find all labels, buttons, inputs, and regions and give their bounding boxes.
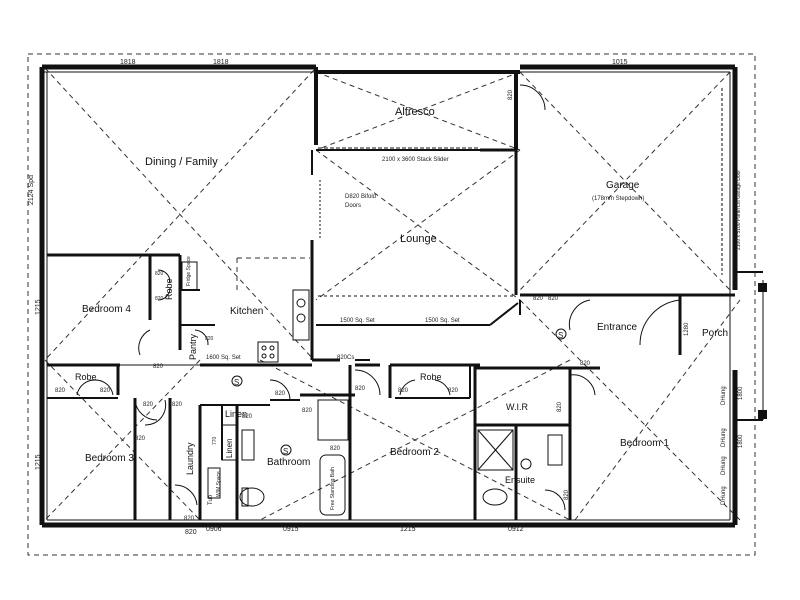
door-width-robe-b3-b: 820 (100, 388, 111, 394)
door-width-entrance: 820 (548, 296, 559, 302)
door-width-bath: 820 (302, 408, 313, 414)
door-width-garage: 820 (533, 296, 544, 302)
stacker-note: 2100 x 3600 Stack Slider (382, 157, 449, 163)
room-label-robe-b4: Robe (164, 278, 174, 300)
room-label-bedroom2: Bedroom 2 (390, 447, 439, 458)
room-label-wir: W.I.R (506, 402, 528, 412)
door-width-ensuite: 820 (564, 489, 570, 500)
room-label-entrance: Entrance (597, 322, 637, 333)
door-width-hall-b: 820 (172, 402, 183, 408)
interior-walls (47, 148, 735, 520)
door-width-robe-b4-a: 820 (155, 271, 164, 277)
dim-left-1215-a: 1215 (35, 299, 42, 315)
door-width-bedroom2: 820 (355, 386, 366, 392)
room-label-dining-family: Dining / Family (145, 156, 218, 168)
room-label-alfresco: Alfresco (395, 106, 435, 118)
door-width-robe-b2-b: 820 (448, 388, 459, 394)
dim-dhung-b: DHung (721, 428, 727, 447)
room-label-porch: Porch (702, 328, 728, 339)
room-label-bathroom: Bathroom (267, 457, 310, 468)
door-width-laundry: 820 (184, 516, 195, 522)
room-label-robe-b2: Robe (420, 372, 442, 382)
smoke-symbol-hall: S (234, 378, 239, 387)
dim-bottom-0906: 0906 (206, 526, 222, 533)
fixtures (181, 261, 563, 516)
door-width-bedroom3: 820 (135, 436, 146, 442)
door-width-linen: 820 (242, 414, 253, 420)
room-label-pantry: Pantry (188, 333, 198, 360)
dim-bottom-0912: 0912 (508, 526, 524, 533)
bath-label: Free Standing Bath (330, 467, 336, 510)
dim-dhung-c: DHung (721, 456, 727, 475)
room-label-laundry: Laundry (185, 442, 195, 475)
dim-dhung-d: DHung (721, 486, 727, 505)
door-width-robe-b4-b: 820 (155, 296, 164, 302)
dim-right-1800-a: 1800 (738, 386, 744, 400)
room-label-garage: Garage (606, 180, 640, 191)
room-label-kitchen: Kitchen (230, 306, 263, 317)
door-swings (76, 84, 681, 511)
door-width-bath-2: 820 (330, 446, 341, 452)
spd-note: 2124 Spd (28, 175, 35, 205)
door-width-770: 770 (212, 436, 218, 445)
dim-dhung-a: DHung (721, 386, 727, 405)
wm-space-label: W/M Space (216, 471, 222, 497)
dim-top-1818-a: 1818 (120, 59, 136, 66)
tub-label: Tub (208, 494, 214, 505)
door-width-robe-b3-a: 820 (55, 388, 66, 394)
garage-stepdown-note: (178mm Stepdown) (592, 196, 644, 202)
openings (316, 147, 519, 326)
dim-bottom-820: 820 (185, 529, 197, 536)
room-label-ensuite: Ensuite (505, 475, 535, 485)
dim-bottom-0915: 0915 (283, 526, 299, 533)
room-label-bedroom1: Bedroom 1 (620, 438, 669, 449)
dim-top-1015: 1015 (612, 59, 628, 66)
door-width-kitchen: 820 (275, 391, 286, 397)
dim-top-1818-b: 1818 (213, 59, 229, 66)
room-label-linen-small: Linen (225, 438, 234, 458)
door-width-robe-b2-a: 820 (398, 388, 409, 394)
smoke-symbol-entrance: S (558, 331, 563, 340)
bifold-note-2: Doors (345, 203, 361, 209)
smoke-detectors (231, 328, 567, 470)
garage-door-note: 2100 x 5100 Panel Lift Garage Door (736, 170, 742, 250)
door-width-hall-a: 820 (143, 402, 154, 408)
porch-posts (758, 283, 767, 419)
room-label-robe-b3: Robe (75, 372, 97, 382)
door-width-pantry: 820 (205, 336, 214, 342)
smoke-symbol-bath: S (283, 447, 288, 456)
door-width-wir: 820 (557, 401, 563, 412)
fridge-space-label: Fridge Space (186, 256, 192, 286)
room-label-lounge: Lounge (400, 233, 437, 245)
sq-set-note-3: 1600 Sq. Set (206, 355, 241, 361)
door-width-bedroom4: 820 (153, 364, 164, 370)
door-width-bedroom1: 820 (580, 361, 591, 367)
sq-set-note-2: 1500 Sq. Set (425, 318, 460, 324)
dim-bottom-1215: 1215 (400, 526, 416, 533)
bifold-note: D820 Bifold (345, 194, 376, 200)
cs-note: 820Cs (337, 355, 354, 361)
dim-door-1280: 1280 (684, 322, 690, 336)
roof-lines (27, 53, 756, 556)
sq-set-note-1: 1500 Sq. Set (340, 318, 375, 324)
dim-left-1215-b: 1215 (35, 454, 42, 470)
door-width-alfresco: 820 (508, 89, 514, 100)
room-label-linen-hall: Linen (225, 409, 247, 419)
dim-right-1800-b: 1800 (738, 434, 744, 448)
room-label-bedroom4: Bedroom 4 (82, 304, 131, 315)
room-label-bedroom3: Bedroom 3 (85, 453, 134, 464)
